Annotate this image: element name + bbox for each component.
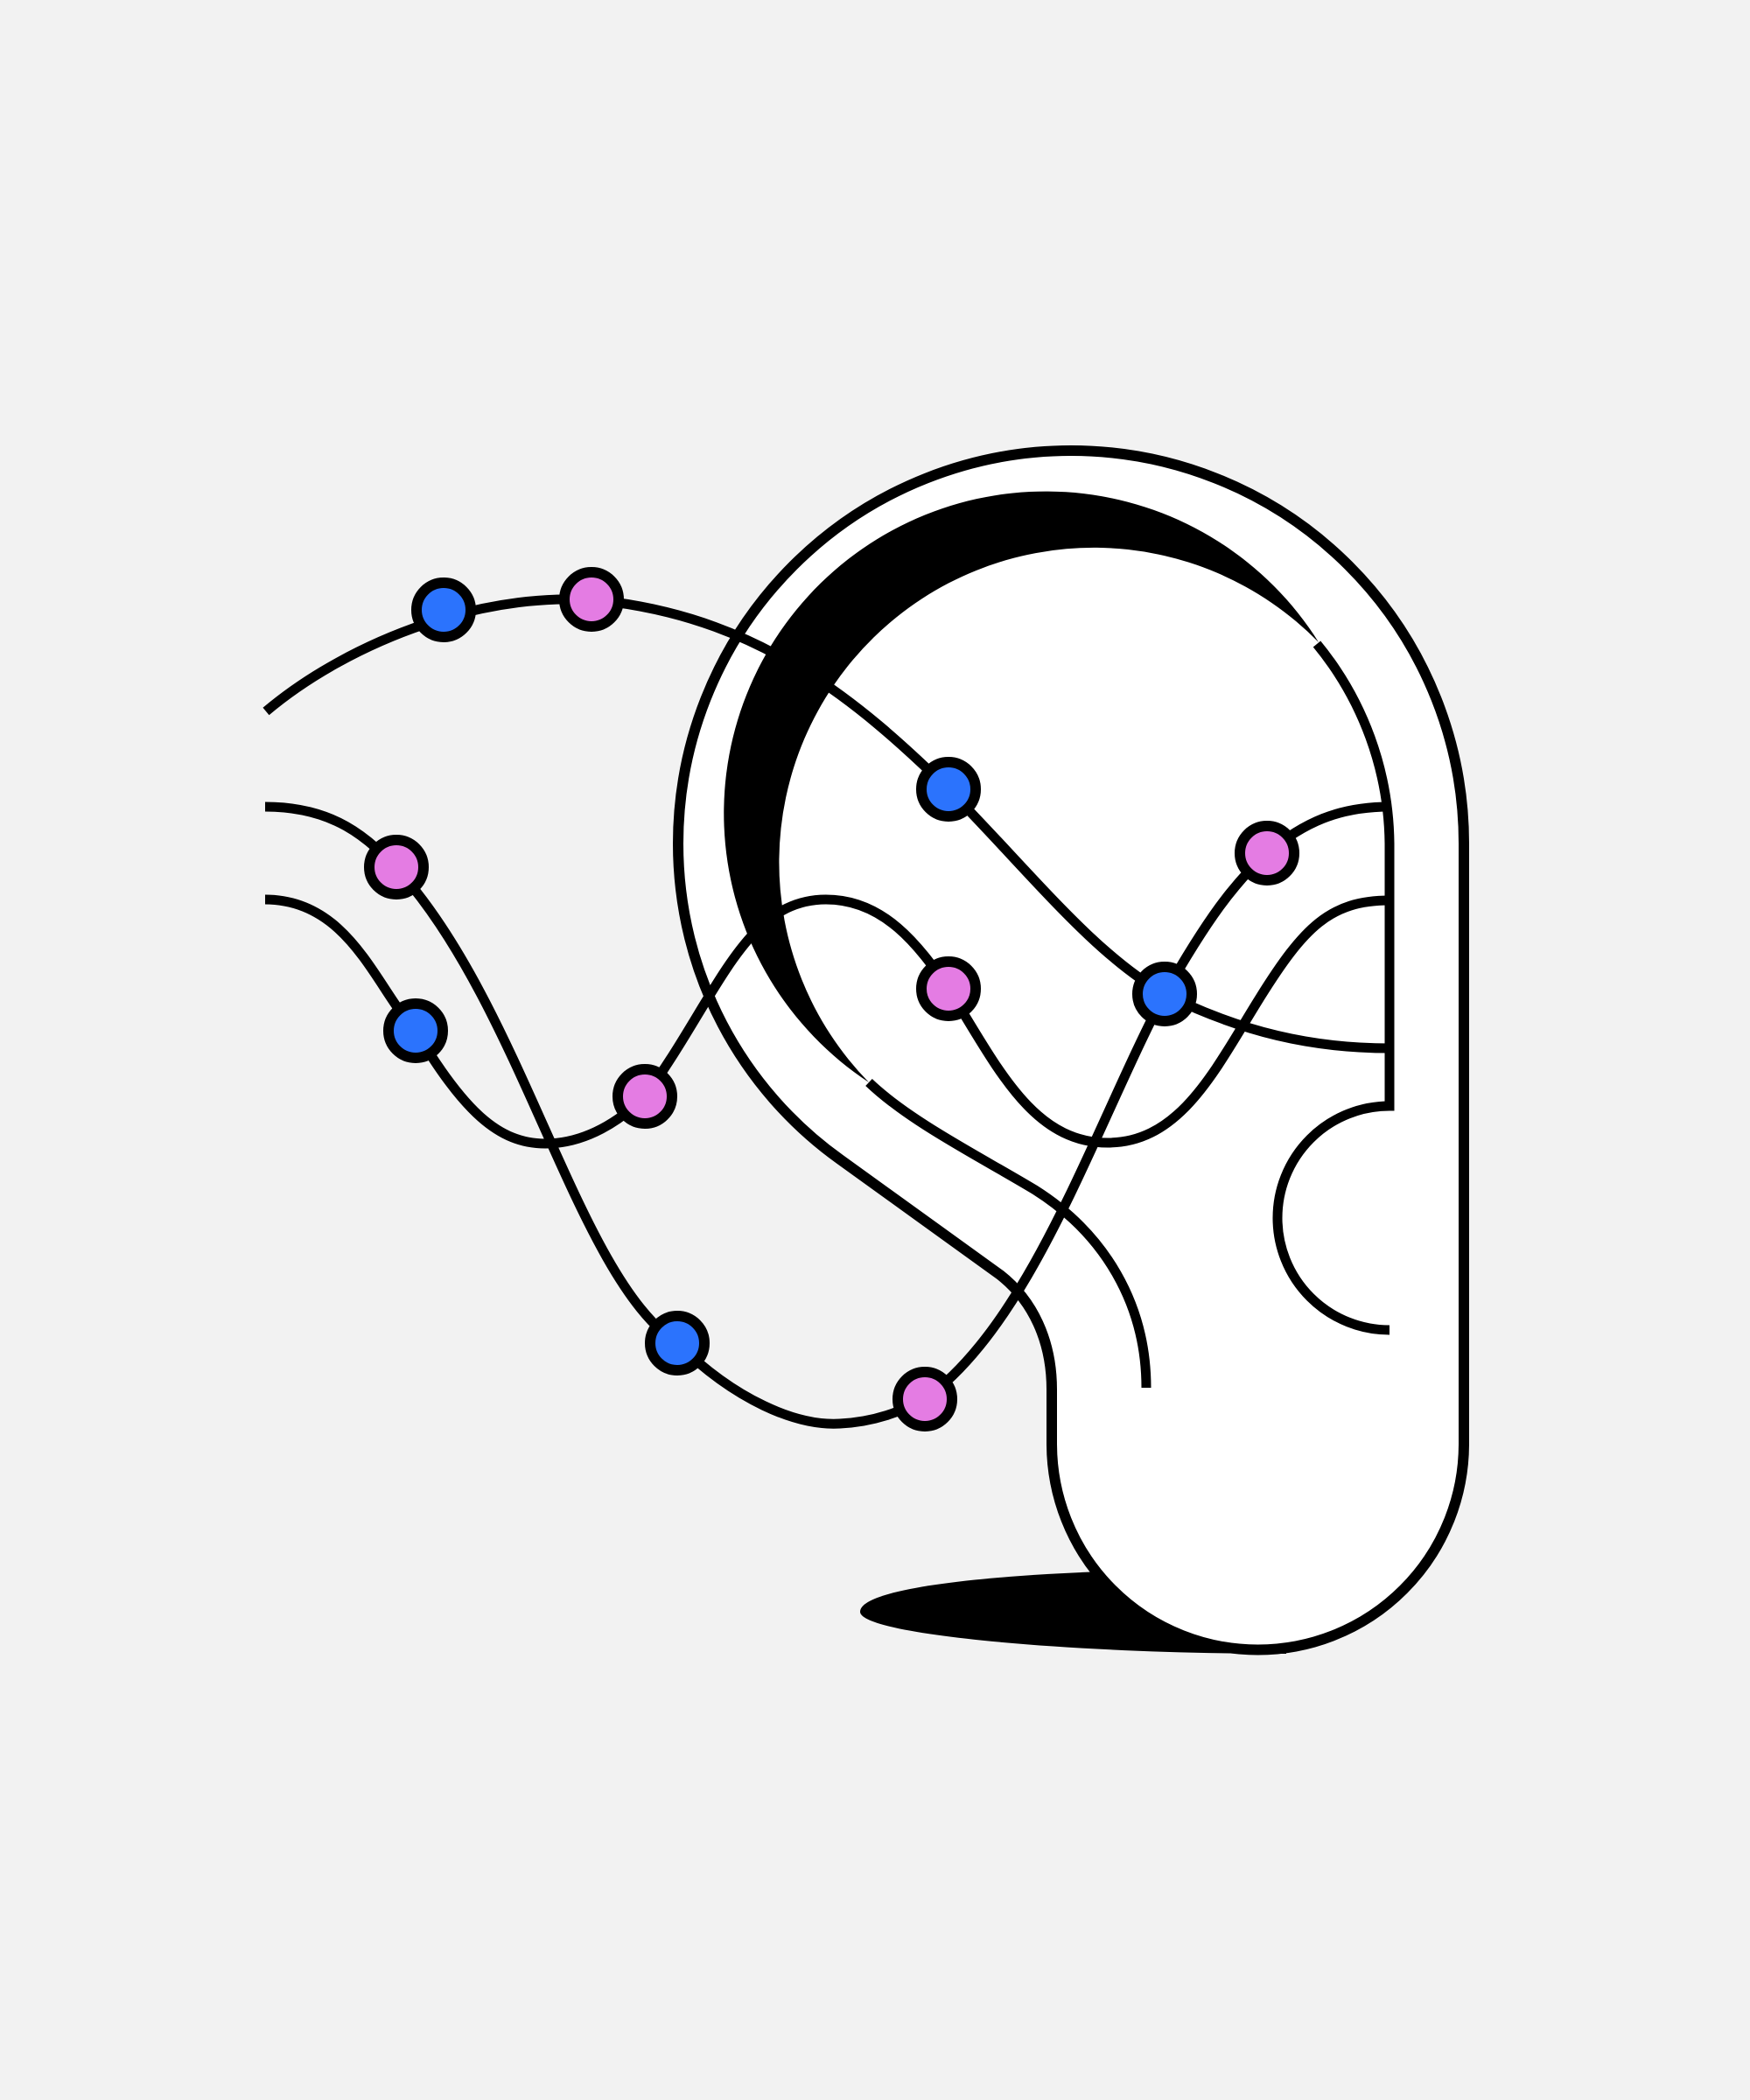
concha-border: [865, 1079, 1152, 1389]
blue-node: [645, 1311, 710, 1376]
blue-node: [916, 757, 981, 822]
blue-node: [383, 998, 448, 1063]
signal-line-3: [264, 894, 1390, 1149]
pink-node: [364, 835, 429, 900]
signal-lines: [262, 594, 1390, 1429]
signal-line-1: [262, 594, 1390, 1054]
pink-node: [559, 567, 624, 632]
pink-node: [892, 1367, 957, 1432]
inner-helix-line: [1272, 640, 1395, 1335]
signal-line-2: [264, 802, 1390, 1429]
pink-node: [1235, 821, 1299, 886]
blue-node: [411, 578, 476, 642]
pink-node: [612, 1064, 677, 1129]
signal-nodes: [364, 567, 1299, 1432]
pink-node: [916, 956, 981, 1021]
blue-node: [1132, 962, 1197, 1026]
